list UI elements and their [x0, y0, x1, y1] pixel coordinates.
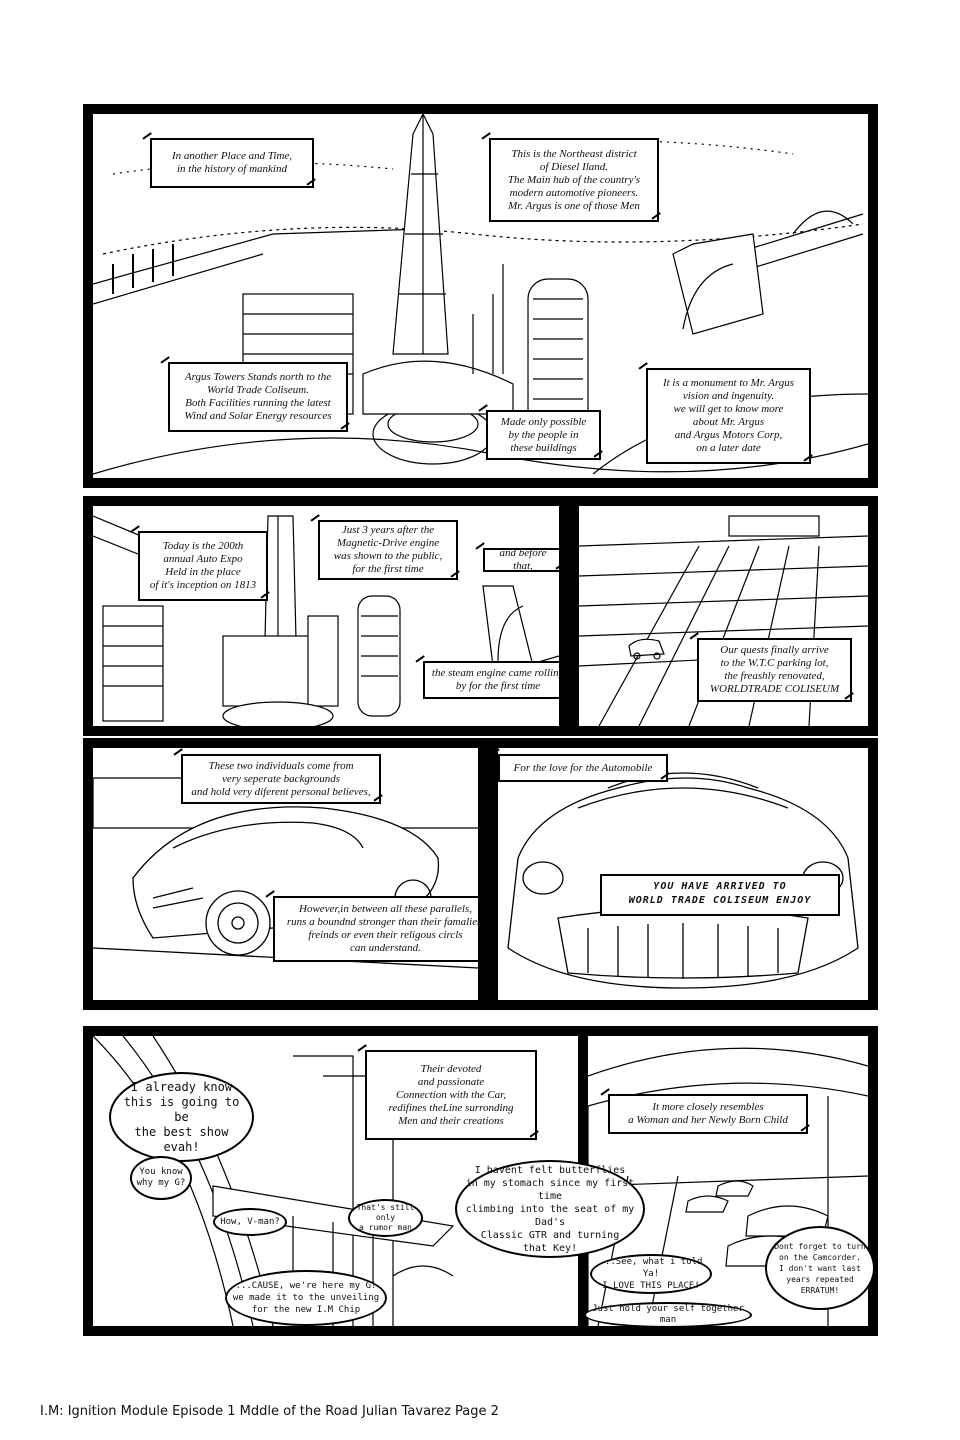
caption-magnetic-drive: Just 3 years after the Magnetic-Drive en…: [318, 520, 458, 580]
speech-were-here: ...CAUSE, we're here my G! we made it to…: [225, 1270, 387, 1326]
caption-200th-expo: Today is the 200th annual Auto Expo Held…: [138, 531, 268, 601]
panel-parking-lot: Our quests finally arrive to the W.T.C p…: [569, 496, 878, 736]
caption-argus-towers: Argus Towers Stands north to the World T…: [168, 362, 348, 432]
panel-car-front: For the love for the Automobile YOU HAVE…: [488, 738, 878, 1010]
speech-love-this-place: ...See, what i told Ya! I LOVE THIS PLAC…: [590, 1254, 712, 1294]
caption-love-automobile: For the love for the Automobile: [498, 754, 668, 782]
footer-title: I.M: Ignition Module Episode 1 Mddle of …: [40, 1404, 451, 1419]
city-skyline-illustration: [93, 114, 868, 475]
welcome-sign: YOU HAVE ARRIVED TO WORLD TRADE COLISEUM…: [600, 874, 840, 916]
caption-two-individuals: These two individuals come from very sep…: [181, 754, 381, 804]
speech-butterflies: I havent felt butterflies in my stomach …: [455, 1160, 645, 1258]
speech-you-know: You know why my G?: [130, 1156, 192, 1200]
caption-before-that: and before that,: [483, 547, 559, 572]
skyline-illustration: [93, 515, 559, 726]
caption-steam-engine: the steam engine came rolling by for the…: [423, 661, 559, 699]
panel-city-overview: In another Place and Time, in the histor…: [83, 104, 878, 488]
caption-guests-arrive: Our quests finally arrive to the W.T.C p…: [697, 638, 852, 702]
caption-monument: It is a monument to Mr. Argus vision and…: [646, 368, 811, 464]
footer-page-number: Page 2: [455, 1404, 499, 1419]
caption-woman-child: It more closely resembles a Woman and he…: [608, 1094, 808, 1134]
panel-car-rear: These two individuals come from very sep…: [83, 738, 488, 1010]
caption-made-possible: Made only possible by the people in thes…: [486, 410, 601, 460]
caption-northeast-district: This is the Northeast district of Diesel…: [489, 138, 659, 222]
caption-another-place: In another Place and Time, in the histor…: [150, 138, 314, 188]
speech-hold-together: Just hold your self together man: [584, 1302, 752, 1328]
panel-skyline: Today is the 200th annual Auto Expo Held…: [83, 496, 569, 736]
speech-how-vman: How, V-man?: [213, 1208, 287, 1236]
caption-devoted: Their devoted and passionate Connection …: [365, 1050, 537, 1140]
speech-best-show: I already know this is going to be the b…: [109, 1072, 254, 1162]
speech-rumor: That's still only a rumor man: [348, 1199, 423, 1237]
caption-however: However,in between all these parallels, …: [273, 896, 478, 962]
speech-camcorder: Dont forget to turn on the Camcorder. I …: [765, 1226, 875, 1310]
